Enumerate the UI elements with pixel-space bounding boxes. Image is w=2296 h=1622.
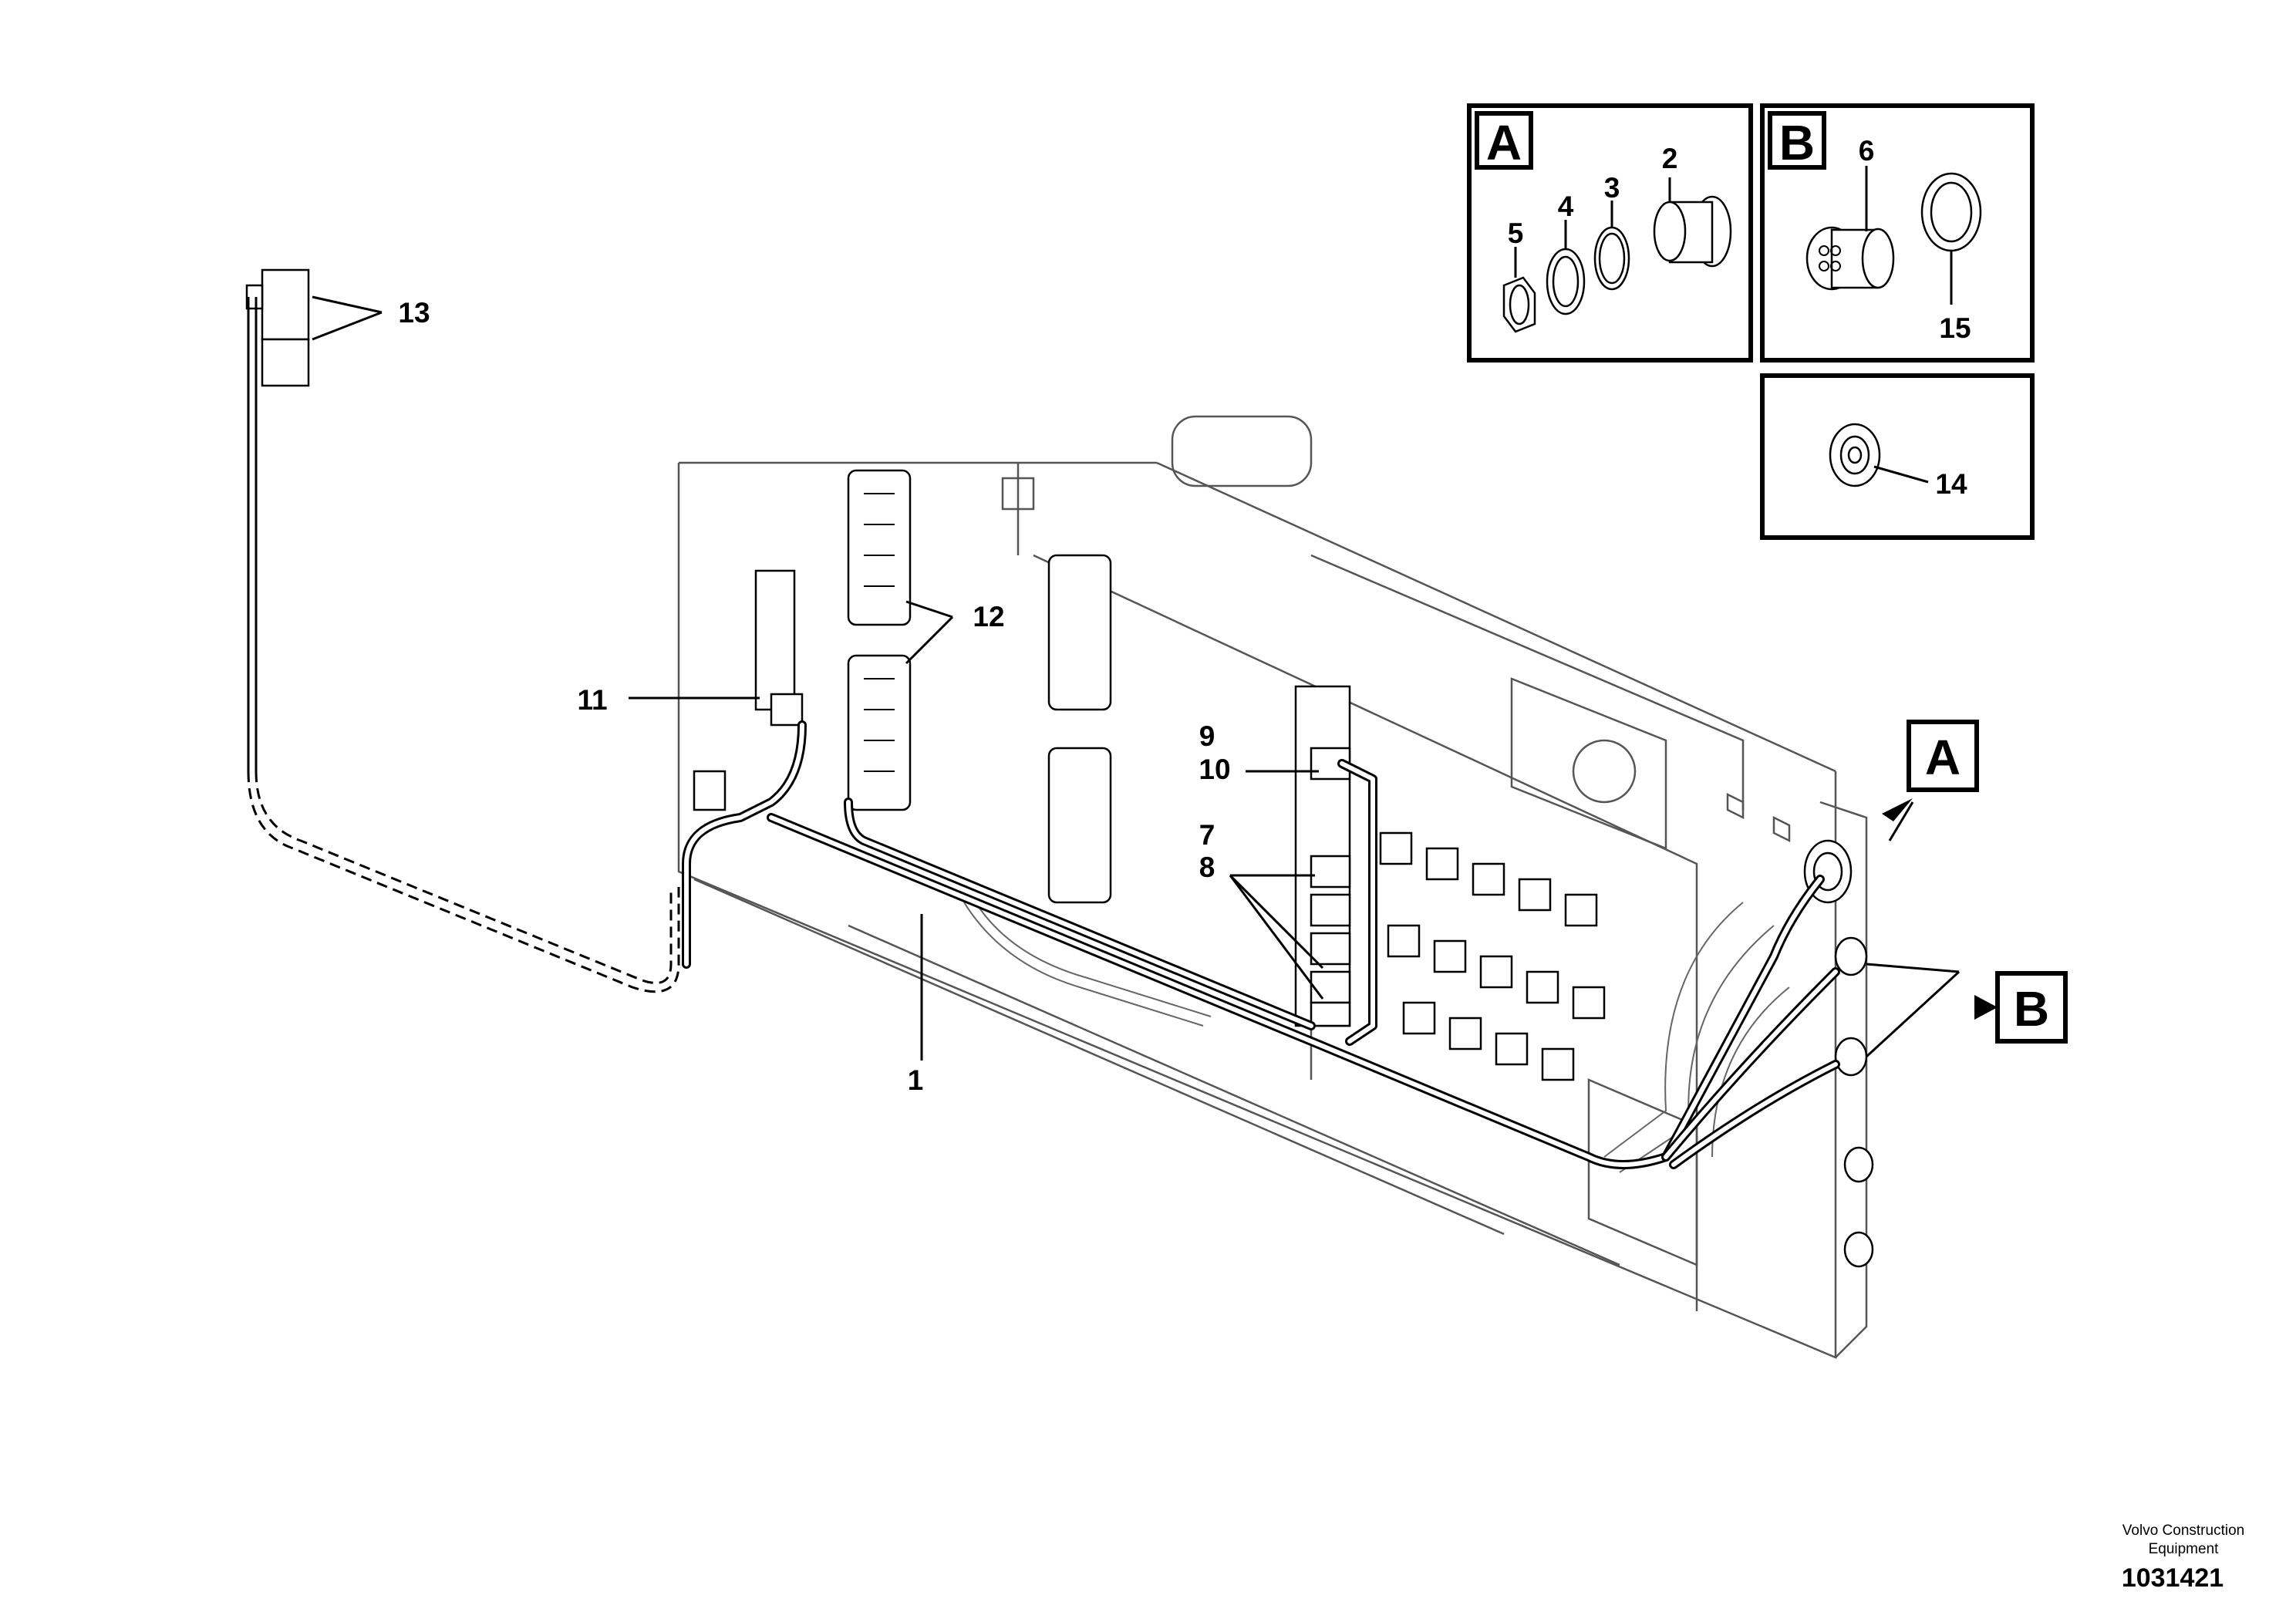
view-marker-a: A	[1882, 720, 1979, 821]
callout-9: 9	[1199, 720, 1215, 752]
grommet-14	[1829, 423, 1881, 487]
callout-4: 4	[1558, 191, 1574, 222]
callout-12: 12	[973, 601, 1004, 632]
view-marker-b-label: B	[2014, 981, 2049, 1037]
brand-label: Volvo Construction Equipment	[2122, 1523, 2245, 1557]
detail-box-grommet: 14	[1760, 373, 2035, 540]
detail-box-b-label: B	[1779, 115, 1815, 170]
callout-1: 1	[908, 1064, 924, 1096]
board-connector-column	[1294, 685, 1351, 1027]
left-connector-block	[693, 569, 804, 811]
main-harness	[682, 720, 1840, 1169]
detail-box-b: B 6 15	[1760, 103, 2035, 363]
detail-box-a-label: A	[1486, 115, 1522, 170]
callout-8: 8	[1199, 851, 1215, 883]
bulkhead-fittings	[1803, 839, 1874, 1268]
ecu-connector-mid-lower	[1047, 747, 1112, 904]
detail-box-a: A 2 3 4 5	[1467, 103, 1753, 363]
document-number: 1031421	[2121, 1563, 2224, 1593]
remote-connector-pair	[245, 268, 310, 387]
callout-7: 7	[1199, 819, 1215, 851]
ecu-connector-mid-upper	[1047, 554, 1112, 711]
callout-6: 6	[1859, 135, 1875, 167]
view-marker-b: B	[1974, 971, 2068, 1044]
callout-3: 3	[1604, 172, 1620, 204]
callout-10: 10	[1199, 754, 1230, 785]
callout-2: 2	[1662, 143, 1678, 174]
callout-14: 14	[1935, 468, 1967, 500]
callout-15: 15	[1939, 312, 1971, 344]
electrical-panel	[677, 415, 1868, 1359]
o-ring-3	[1593, 226, 1630, 291]
plug-6	[1805, 226, 1895, 291]
view-marker-a-label: A	[1925, 730, 1961, 785]
relay-array	[1379, 831, 1606, 1081]
background-hoses	[963, 902, 1790, 1173]
nut-5	[1502, 276, 1536, 333]
ring-15	[1920, 172, 1982, 252]
seal-4	[1546, 248, 1586, 315]
callout-11: 11	[577, 684, 607, 716]
connector-housing	[1653, 195, 1732, 268]
leader-lines	[312, 295, 1961, 1061]
remote-harness	[247, 297, 680, 993]
ecu-connector-lower	[847, 654, 912, 811]
ecu-connector-upper	[847, 469, 912, 626]
callout-13: 13	[398, 297, 430, 329]
callout-5: 5	[1508, 218, 1524, 249]
